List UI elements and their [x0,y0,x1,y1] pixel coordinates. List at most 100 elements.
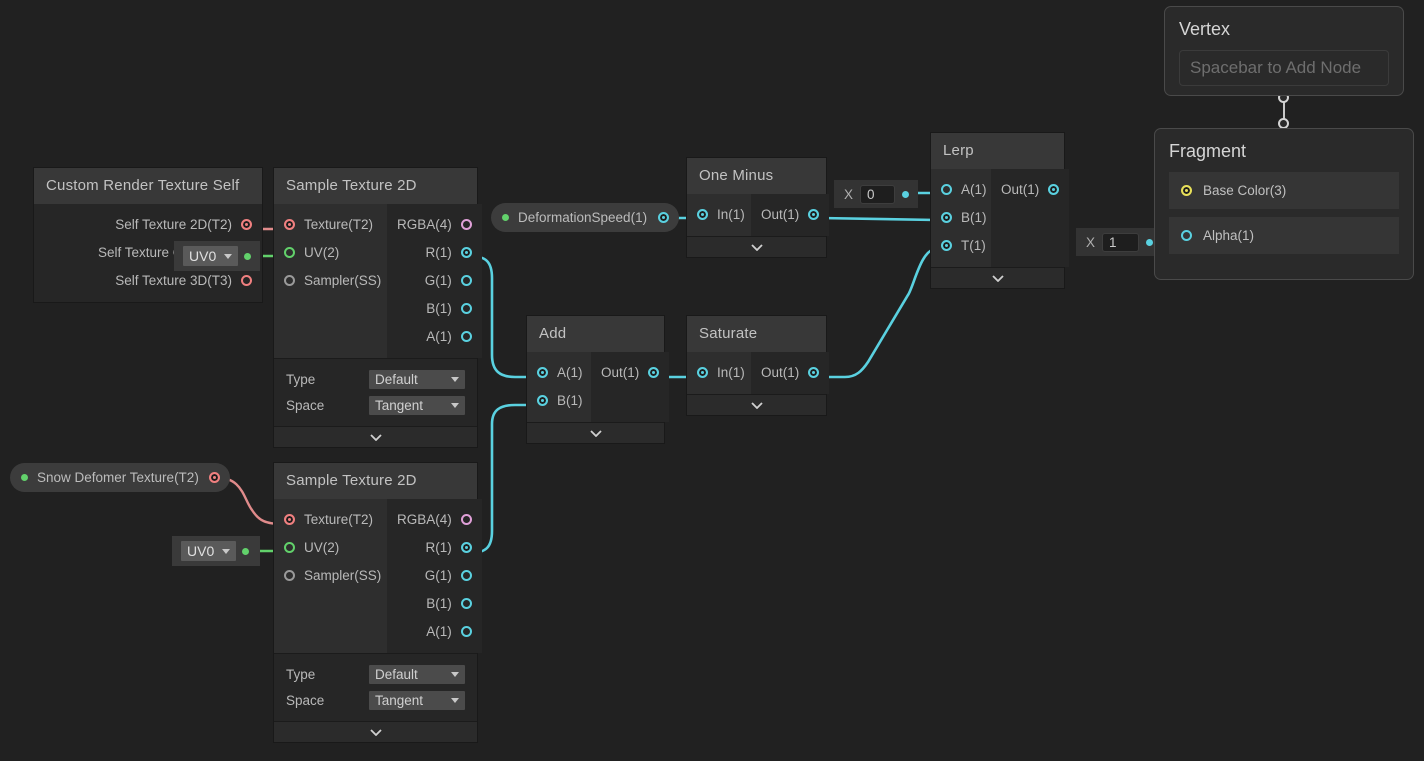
float-output-dot-icon[interactable] [1146,238,1153,246]
output-port-rgba[interactable]: RGBA(4) [387,505,482,533]
output-port-out[interactable]: Out(1) [751,200,829,228]
input-port-texture[interactable]: Texture(T2) [274,210,387,238]
node-custom-render-texture-self[interactable]: Custom Render Texture Self Self Texture … [33,167,263,303]
input-port-uv[interactable]: UV(2) [274,238,387,266]
setting-type[interactable]: Type Default [286,366,465,392]
float-widget-alpha[interactable]: X 1 [1076,228,1162,256]
port-dot-float-icon[interactable] [460,274,472,286]
master-stack-vertex[interactable]: Vertex Spacebar to Add Node [1164,6,1404,96]
float-widget-lerp-a[interactable]: X 0 [834,180,918,208]
output-port-g[interactable]: G(1) [387,266,482,294]
output-port-a[interactable]: A(1) [387,617,482,645]
node-saturate[interactable]: Saturate In(1) Out(1) [686,315,830,416]
vertex-add-node-hint[interactable]: Spacebar to Add Node [1179,50,1389,86]
setting-space[interactable]: Space Tangent [286,687,465,713]
input-port-sampler[interactable]: Sampler(SS) [274,561,387,589]
collapse-toggle[interactable] [687,236,826,257]
uv-output-dot-icon[interactable] [244,252,252,260]
output-port-self-texture-3d[interactable]: Self Texture 3D(T3) [34,266,262,294]
float-output-dot-icon[interactable] [902,190,909,198]
port-dot-sampler-icon[interactable] [284,569,295,581]
port-dot-float-icon[interactable] [941,211,952,223]
port-dot-float-icon[interactable] [1048,183,1060,195]
output-port-rgba[interactable]: RGBA(4) [387,210,482,238]
block-node-base-color[interactable]: Base Color(3) [1169,172,1399,209]
port-dot-texture3d-icon[interactable] [241,274,252,286]
port-dot-vector3-icon[interactable] [1181,185,1192,196]
collapse-toggle[interactable] [527,422,664,443]
property-node-deformation-speed[interactable]: DeformationSpeed(1) [491,203,679,232]
input-port-b[interactable]: B(1) [527,386,591,414]
port-dot-float-icon[interactable] [460,302,472,314]
port-dot-float-icon[interactable] [460,569,472,581]
property-output-dot-icon[interactable] [209,472,220,483]
node-add[interactable]: Add A(1) B(1) Out(1) [526,315,670,444]
output-port-b[interactable]: B(1) [387,294,482,322]
output-port-g[interactable]: G(1) [387,561,482,589]
block-node-alpha[interactable]: Alpha(1) [1169,217,1399,254]
port-dot-float-icon[interactable] [460,597,472,609]
port-dot-float-icon[interactable] [1181,230,1192,241]
port-dot-float-icon[interactable] [941,183,952,195]
port-dot-vector4-icon[interactable] [460,218,472,230]
port-dot-vector4-icon[interactable] [460,513,472,525]
space-dropdown[interactable]: Tangent [369,690,465,710]
uv-channel-widget-top[interactable]: UV0 [174,241,260,271]
setting-space[interactable]: Space Tangent [286,392,465,418]
property-node-snow-deformer-texture[interactable]: Snow Defomer Texture(T2) [10,463,230,492]
float-input-alpha[interactable]: 1 [1102,232,1139,252]
uv-channel-widget-bottom[interactable]: UV0 [172,536,260,566]
uv-dropdown-bottom[interactable]: UV0 [181,541,237,561]
output-port-r[interactable]: R(1) [387,238,482,266]
node-sample-texture-2d-bottom[interactable]: Sample Texture 2D Texture(T2) UV(2) Samp… [273,462,482,743]
port-dot-float-icon[interactable] [460,541,472,553]
collapse-toggle[interactable] [274,721,477,742]
float-input-lerp-a[interactable]: 0 [860,184,895,204]
port-dot-texture2d-icon[interactable] [241,218,252,230]
setting-type[interactable]: Type Default [286,661,465,687]
uv-output-dot-icon[interactable] [242,547,250,555]
output-port-out[interactable]: Out(1) [991,175,1069,203]
port-dot-sampler-icon[interactable] [284,274,295,286]
collapse-toggle[interactable] [687,394,826,415]
port-dot-float-icon[interactable] [537,394,548,406]
output-port-b[interactable]: B(1) [387,589,482,617]
port-dot-uv-icon[interactable] [284,246,295,258]
output-port-self-texture-2d[interactable]: Self Texture 2D(T2) [34,210,262,238]
node-lerp[interactable]: Lerp A(1) B(1) T(1) Out(1) [930,132,1070,289]
port-dot-float-icon[interactable] [460,625,472,637]
input-port-t[interactable]: T(1) [931,231,991,259]
port-dot-float-icon[interactable] [808,208,820,220]
output-port-a[interactable]: A(1) [387,322,482,350]
master-stack-fragment[interactable]: Fragment Base Color(3) Alpha(1) [1154,128,1414,280]
space-dropdown[interactable]: Tangent [369,395,465,415]
input-port-b[interactable]: B(1) [931,203,991,231]
input-port-a[interactable]: A(1) [931,175,991,203]
node-sample-texture-2d-top[interactable]: Sample Texture 2D Texture(T2) UV(2) Samp… [273,167,482,448]
port-dot-float-icon[interactable] [941,239,952,251]
collapse-toggle[interactable] [931,267,1064,288]
property-output-dot-icon[interactable] [658,212,669,223]
collapse-toggle[interactable] [274,426,477,447]
input-port-in[interactable]: In(1) [687,200,751,228]
type-dropdown[interactable]: Default [369,369,465,389]
port-dot-texture-icon[interactable] [284,218,295,230]
port-dot-float-icon[interactable] [697,366,708,378]
node-one-minus[interactable]: One Minus In(1) Out(1) [686,157,830,258]
output-port-out[interactable]: Out(1) [591,358,669,386]
port-dot-float-icon[interactable] [808,366,820,378]
port-dot-float-icon[interactable] [537,366,548,378]
type-dropdown[interactable]: Default [369,664,465,684]
port-dot-uv-icon[interactable] [284,541,295,553]
input-port-texture[interactable]: Texture(T2) [274,505,387,533]
output-port-out[interactable]: Out(1) [751,358,829,386]
port-dot-float-icon[interactable] [697,208,708,220]
input-port-uv[interactable]: UV(2) [274,533,387,561]
input-port-sampler[interactable]: Sampler(SS) [274,266,387,294]
uv-dropdown-top[interactable]: UV0 [183,246,239,266]
port-dot-float-icon[interactable] [460,330,472,342]
port-dot-texture-icon[interactable] [284,513,295,525]
port-dot-float-icon[interactable] [460,246,472,258]
input-port-in[interactable]: In(1) [687,358,751,386]
